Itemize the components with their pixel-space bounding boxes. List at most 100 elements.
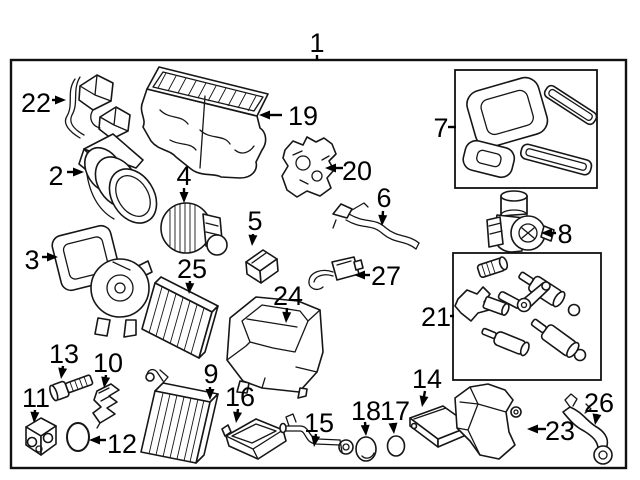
- part-10-drawing: [92, 383, 120, 429]
- part-17-drawing: [386, 435, 406, 457]
- part-9-drawing: [140, 368, 219, 464]
- callout-label-11: 11: [22, 383, 50, 413]
- part-26-drawing: [562, 393, 613, 465]
- callout-label-15: 15: [304, 408, 334, 438]
- callout-arrowhead-25: [185, 282, 195, 294]
- callout-1: 1: [309, 28, 325, 60]
- part-24-drawing: [226, 296, 324, 399]
- callout-7: 7: [433, 113, 456, 143]
- callout-23: 23: [527, 416, 575, 446]
- callout-label-22: 22: [21, 88, 51, 118]
- part-13-drawing: [49, 374, 94, 402]
- callout-label-16: 16: [225, 382, 255, 412]
- callout-label-10: 10: [93, 348, 123, 378]
- callout-10: 10: [93, 348, 123, 388]
- callout-17: 17: [380, 396, 410, 434]
- callout-arrowhead-8: [541, 228, 552, 238]
- assembly-outline-box: [9, 58, 628, 470]
- part-14-drawing: [409, 405, 472, 448]
- callout-arrowhead-23: [527, 424, 538, 434]
- callout-25: 25: [177, 254, 207, 294]
- callout-label-9: 9: [203, 359, 218, 389]
- callout-16: 16: [225, 382, 255, 423]
- callout-18: 18: [351, 396, 381, 436]
- callout-arrowhead-26: [592, 413, 602, 425]
- callout-arrowhead-16: [233, 411, 243, 423]
- callout-5: 5: [247, 206, 263, 246]
- callout-arrowhead-22: [55, 95, 66, 105]
- part-16-drawing: [221, 418, 287, 460]
- part-5-drawing: [245, 249, 279, 284]
- callout-label-27: 27: [371, 261, 401, 291]
- part-19-drawing: [140, 66, 269, 179]
- part-21-actuator-kit: [452, 252, 602, 381]
- callout-12: 12: [89, 429, 137, 459]
- callout-arrowhead-15: [311, 435, 321, 447]
- callout-3: 3: [24, 245, 58, 275]
- callout-label-5: 5: [247, 206, 262, 236]
- callout-label-2: 2: [48, 161, 63, 191]
- callout-arrowhead-4: [179, 192, 189, 203]
- part-12-drawing: [66, 422, 90, 452]
- callout-arrowhead-19: [259, 110, 270, 120]
- part-15-drawing: [279, 413, 354, 455]
- callout-label-1: 1: [309, 28, 324, 58]
- part-4-drawing: [160, 202, 228, 256]
- callout-arrowhead-5: [248, 234, 258, 246]
- part-8-drawing: [486, 190, 555, 253]
- callout-label-25: 25: [177, 254, 207, 284]
- callout-20: 20: [325, 156, 372, 186]
- callout-arrowhead-6: [378, 214, 388, 226]
- callout-arrowhead-2: [73, 167, 84, 177]
- callout-label-17: 17: [380, 396, 410, 426]
- callout-arrowhead-3: [47, 252, 58, 262]
- callout-label-8: 8: [557, 219, 572, 249]
- callout-2: 2: [48, 161, 84, 191]
- callout-label-21: 21: [421, 302, 451, 332]
- callout-label-23: 23: [545, 416, 575, 446]
- callout-label-4: 4: [176, 161, 191, 191]
- callout-arrowhead-13: [58, 367, 68, 379]
- callout-label-19: 19: [288, 101, 318, 131]
- part-3-drawing: [51, 224, 153, 338]
- part-18-drawing: [355, 436, 377, 462]
- callout-19: 19: [259, 101, 318, 131]
- callout-label-12: 12: [107, 429, 137, 459]
- part-11-drawing: [25, 417, 57, 456]
- callout-label-18: 18: [351, 396, 381, 426]
- callout-arrowhead-11: [30, 411, 40, 423]
- callout-14: 14: [412, 364, 442, 407]
- callout-arrowhead-12: [89, 435, 100, 445]
- callout-22: 22: [21, 88, 66, 118]
- callout-24: 24: [273, 281, 303, 323]
- part-25-drawing: [141, 276, 219, 359]
- callout-arrowhead-20: [325, 163, 336, 173]
- part-6-drawing: [332, 202, 420, 250]
- callout-label-3: 3: [24, 245, 39, 275]
- callout-11: 11: [22, 383, 50, 423]
- callout-arrowhead-14: [419, 395, 429, 407]
- callout-arrowhead-27: [354, 270, 365, 280]
- part-7-seal-kit: [454, 69, 598, 189]
- callout-label-26: 26: [584, 388, 614, 418]
- callout-arrowhead-9: [205, 389, 215, 400]
- callout-label-7: 7: [433, 113, 448, 143]
- seal-kit-box: [454, 69, 598, 189]
- part-23-drawing: [454, 383, 522, 460]
- part-2-drawing: [78, 133, 158, 224]
- callout-9: 9: [203, 359, 219, 400]
- callout-8: 8: [541, 219, 573, 249]
- callout-label-20: 20: [342, 156, 372, 186]
- callout-26: 26: [584, 388, 614, 425]
- callout-4: 4: [176, 161, 192, 203]
- callout-27: 27: [354, 261, 401, 291]
- callout-label-6: 6: [376, 183, 391, 213]
- part-22-drawing: [64, 74, 131, 140]
- callout-label-13: 13: [49, 339, 79, 369]
- callout-6: 6: [376, 183, 392, 226]
- part-27-drawing: [308, 256, 364, 291]
- callout-arrowhead-18: [360, 424, 370, 436]
- callout-21: 21: [421, 302, 454, 332]
